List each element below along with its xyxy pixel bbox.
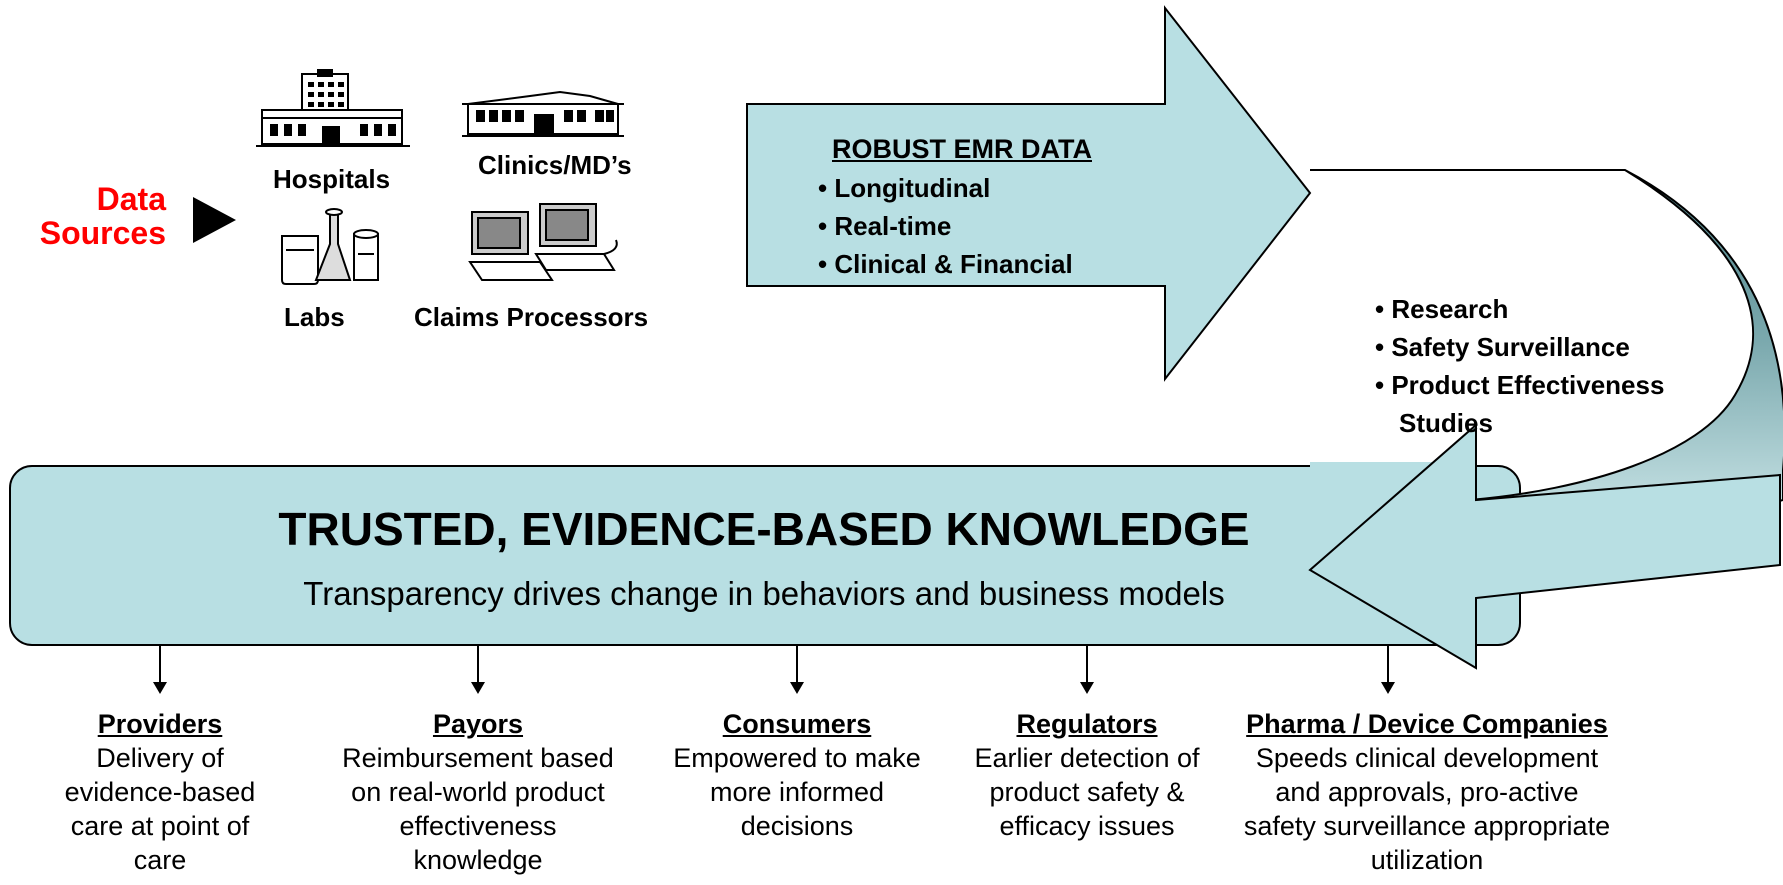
stakeholder-consumers: Consumers Empowered to make more informe… — [650, 707, 944, 843]
stakeholder-desc-line: Empowered to make — [673, 743, 921, 773]
emr-data-text: ROBUST EMR DATA • Longitudinal • Real-ti… — [818, 134, 1092, 283]
stakeholder-desc-line: safety surveillance appropriate — [1243, 811, 1611, 841]
emr-data-arrow — [746, 5, 1312, 382]
stakeholder-arrows — [153, 645, 1395, 694]
stakeholder-desc-line: effectiveness — [399, 811, 557, 841]
stakeholder-desc-line: and approvals, pro-active — [1275, 777, 1579, 807]
stakeholder-desc-line: care — [133, 845, 187, 875]
stakeholder-desc-line: knowledge — [413, 845, 543, 875]
stakeholder-desc-line: product safety & — [989, 777, 1185, 807]
computers-icon — [468, 203, 618, 281]
emr-bullet: • Clinical & Financial — [818, 249, 1073, 279]
stakeholder-name: Regulators — [1016, 709, 1158, 739]
source-label-claims: Claims Processors — [414, 302, 649, 332]
stakeholder-desc-line: Earlier detection of — [974, 743, 1200, 773]
uses-item: • Product Effectiveness — [1375, 370, 1665, 400]
stakeholder-desc-line: care at point of — [70, 811, 250, 841]
knowledge-title: TRUSTED, EVIDENCE-BASED KNOWLEDGE — [278, 503, 1250, 555]
return-arrow — [1308, 422, 1781, 670]
stakeholder-name: Providers — [97, 709, 223, 739]
data-sources-line2: Sources — [39, 215, 166, 251]
data-sources-pointer — [193, 197, 236, 243]
source-label-labs: Labs — [284, 302, 345, 332]
stakeholder-desc-line: evidence-based — [64, 777, 256, 807]
stakeholder-name: Consumers — [722, 709, 872, 739]
source-label-clinics: Clinics/MD’s — [478, 150, 632, 180]
stakeholder-desc-line: Speeds clinical development — [1255, 743, 1599, 773]
stakeholder-providers: Providers Delivery of evidence-based car… — [40, 707, 280, 877]
source-label-hospitals: Hospitals — [273, 164, 391, 194]
knowledge-subtitle: Transparency drives change in behaviors … — [303, 575, 1225, 612]
emr-bullet: • Longitudinal — [818, 173, 991, 203]
stakeholder-desc-line: on real-world product — [351, 777, 605, 807]
emr-bullet: • Real-time — [818, 211, 952, 241]
stakeholder-payors: Payors Reimbursement based on real-world… — [318, 707, 638, 877]
stakeholder-desc-line: decisions — [740, 811, 854, 841]
uses-list: • Research • Safety Surveillance • Produ… — [1375, 290, 1664, 442]
stakeholder-desc-line: Reimbursement based — [342, 743, 614, 773]
uses-item: • Research — [1375, 294, 1509, 324]
clinic-icon — [462, 90, 624, 137]
stakeholder-desc-line: more informed — [709, 777, 885, 807]
uses-item: • Safety Surveillance — [1375, 332, 1630, 362]
stakeholder-name: Pharma / Device Companies — [1246, 709, 1608, 739]
stakeholder-desc-line: utilization — [1370, 845, 1484, 875]
uses-item: Studies — [1399, 408, 1493, 438]
lab-beakers-icon — [281, 208, 379, 285]
data-sources-line1: Data — [96, 181, 166, 217]
stakeholder-desc-line: efficacy issues — [999, 811, 1175, 841]
stakeholder-name: Payors — [432, 709, 524, 739]
hospital-icon — [256, 69, 410, 147]
stakeholder-desc-line: Delivery of — [96, 743, 224, 773]
stakeholder-regulators: Regulators Earlier detection of product … — [950, 707, 1224, 843]
data-sources-label: Data Sources — [14, 182, 166, 250]
emr-title: ROBUST EMR DATA — [832, 134, 1092, 164]
stakeholder-pharma: Pharma / Device Companies Speeds clinica… — [1232, 707, 1622, 877]
